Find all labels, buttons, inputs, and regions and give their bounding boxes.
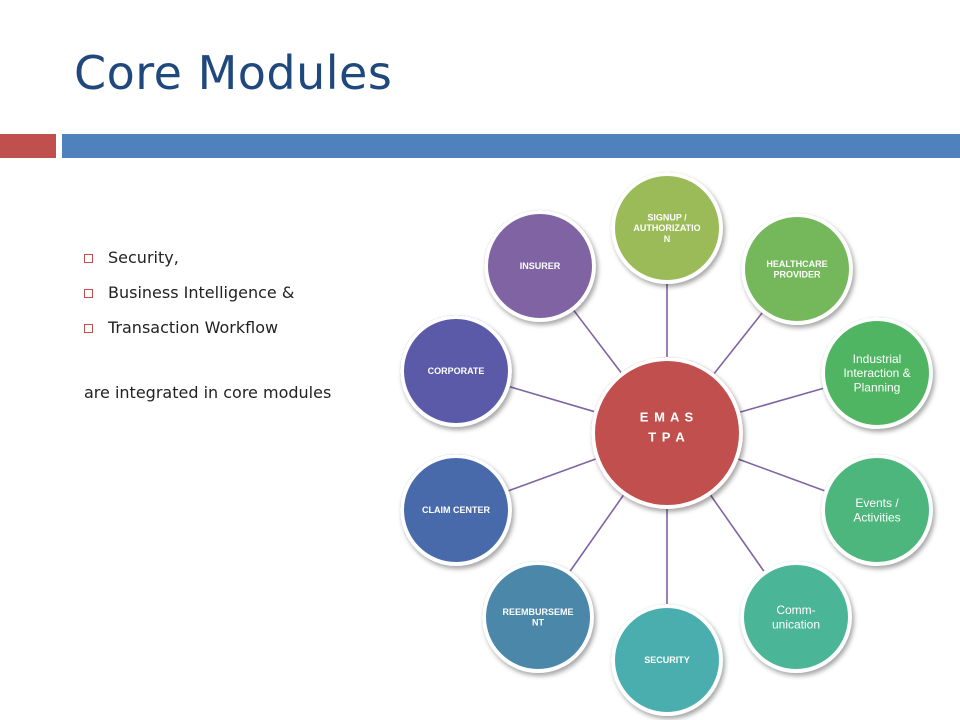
connector-line — [508, 458, 596, 492]
module-node: Comm-unication — [740, 561, 852, 673]
square-bullet-icon — [84, 254, 93, 263]
module-node-rim — [821, 317, 933, 429]
module-node-disc — [741, 213, 853, 325]
node-label: SECURITY — [644, 655, 690, 665]
square-bullet-icon — [84, 324, 93, 333]
module-node: CORPORATE — [400, 315, 512, 427]
node-label: SIGNUP / — [647, 212, 687, 222]
module-node-rim — [740, 561, 852, 673]
module-node: Events /Activities — [821, 454, 933, 566]
module-node-rim — [400, 315, 512, 427]
module-node-rim — [821, 454, 933, 566]
node-label: REEMBURSEME — [502, 607, 573, 617]
node-label: Interaction & — [843, 366, 910, 380]
module-node-disc — [400, 454, 512, 566]
hub-node-disc — [591, 357, 743, 509]
node-label: Activities — [853, 510, 900, 524]
connector-line — [573, 310, 622, 373]
connector-line — [739, 387, 824, 413]
node-label: Industrial — [853, 352, 902, 366]
module-node-rim — [741, 213, 853, 325]
connector-line — [709, 494, 765, 572]
module-node: CLAIM CENTER — [400, 454, 512, 566]
module-node-rim — [400, 454, 512, 566]
node-label: CORPORATE — [428, 366, 485, 376]
module-node-disc — [484, 210, 596, 322]
bullet-text: Security, — [108, 248, 179, 267]
module-node-disc — [821, 454, 933, 566]
node-label: AUTHORIZATIO — [633, 223, 700, 233]
node-label: Events / — [855, 496, 899, 510]
connector-line — [738, 458, 825, 492]
bullet-item: Transaction Workflow — [84, 318, 294, 353]
hub-node: E M A S T P A — [591, 357, 743, 509]
node-label: unication — [772, 617, 820, 631]
integration-note: are integrated in core modules — [84, 383, 332, 402]
module-node: INSURER — [484, 210, 596, 322]
connector-line — [569, 494, 625, 572]
node-label: Comm- — [776, 603, 815, 617]
node-label: NT — [532, 618, 544, 628]
module-node-disc — [821, 317, 933, 429]
connector-line — [509, 386, 595, 413]
module-node-rim — [482, 561, 594, 673]
bullet-list: Security, Business Intelligence & Transa… — [84, 248, 294, 353]
node-label: T P A — [648, 430, 686, 445]
module-node-rim — [611, 604, 723, 716]
title-accent-bar-blue — [62, 134, 960, 158]
square-bullet-icon — [84, 289, 93, 298]
title-accent-bar-red — [0, 134, 56, 158]
node-label: Planning — [854, 381, 901, 395]
module-node-rim — [611, 172, 723, 284]
node-label: HEALTHCARE — [766, 259, 827, 269]
module-nodes: SIGNUP /AUTHORIZATIONHEALTHCAREPROVIDERI… — [400, 172, 933, 716]
node-label: INSURER — [520, 261, 561, 271]
module-node: SECURITY — [611, 604, 723, 716]
node-label: PROVIDER — [773, 270, 821, 280]
module-node-disc — [482, 561, 594, 673]
connector-lines — [508, 284, 825, 604]
slide-title: Core Modules — [74, 46, 393, 100]
module-node-disc — [740, 561, 852, 673]
bullet-item: Security, — [84, 248, 294, 283]
module-node-rim — [484, 210, 596, 322]
module-node-disc — [611, 172, 723, 284]
bullet-text: Business Intelligence & — [108, 283, 295, 302]
node-label: E M A S — [640, 410, 694, 425]
bullet-text: Transaction Workflow — [108, 318, 279, 337]
bullet-item: Business Intelligence & — [84, 283, 294, 318]
module-node-disc — [400, 315, 512, 427]
connector-line — [713, 312, 763, 374]
node-label: CLAIM CENTER — [422, 505, 490, 515]
module-node-disc — [611, 604, 723, 716]
hub-node-rim — [591, 357, 743, 509]
node-label: N — [664, 234, 671, 244]
